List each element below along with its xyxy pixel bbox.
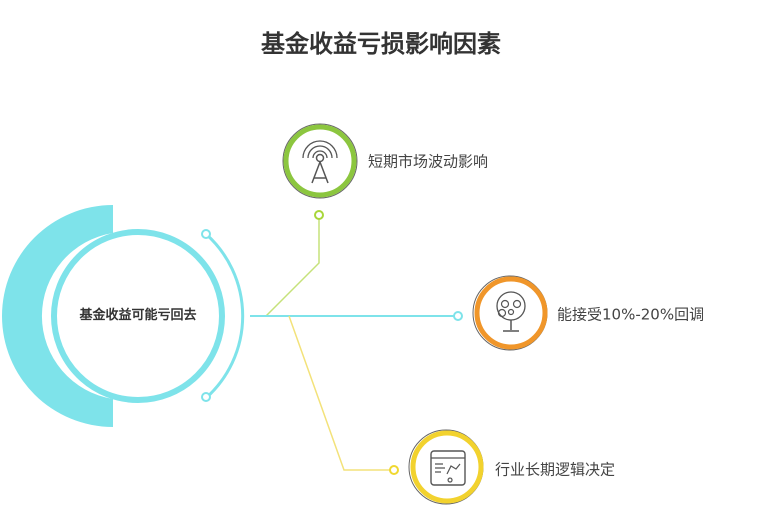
node-label-drawdown: 能接受10%-20%回调: [557, 305, 705, 324]
browser-chart-icon: [408, 429, 484, 505]
connector-dot-yellow: [389, 465, 399, 475]
arc-end-dot: [201, 392, 211, 402]
connector-green: [265, 219, 320, 317]
connector-dot-green: [314, 210, 324, 220]
node-label-industry: 行业长期逻辑决定: [495, 460, 616, 479]
arc-end-dot: [201, 229, 211, 239]
center-circle: [51, 229, 225, 403]
signal-tower-icon: [282, 123, 358, 199]
money-tree-icon: [472, 275, 548, 351]
page-title: 基金收益亏损影响因素: [261, 30, 501, 58]
connector-dot-cyan: [453, 311, 463, 321]
center-label: 基金收益可能亏回去: [79, 308, 197, 323]
center-thin-arc: [204, 232, 245, 400]
connector-yellow: [288, 315, 390, 471]
center-outer-arc: [2, 205, 113, 427]
node-label-short-term: 短期市场波动影响: [368, 152, 489, 171]
